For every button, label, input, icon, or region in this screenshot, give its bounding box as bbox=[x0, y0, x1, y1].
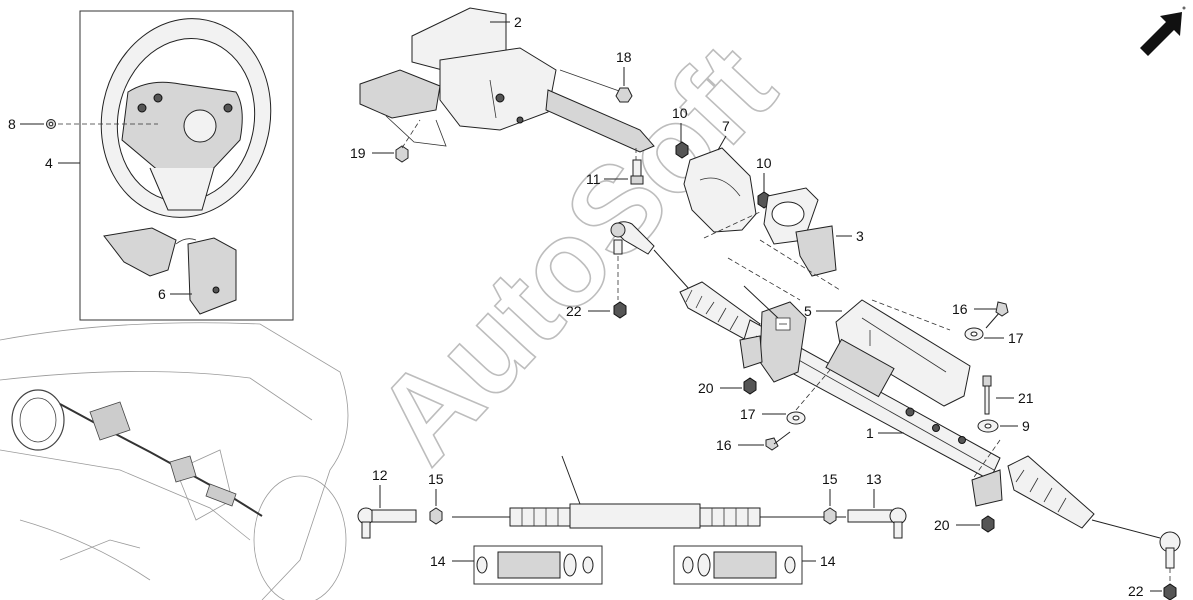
vehicle-location-inset bbox=[0, 322, 349, 600]
callout-1: 1 bbox=[866, 425, 874, 441]
washer-17a bbox=[786, 411, 806, 425]
nut-22a bbox=[613, 301, 627, 319]
nut-19 bbox=[395, 145, 409, 163]
callout-11: 11 bbox=[586, 171, 601, 187]
callout-19: 19 bbox=[350, 145, 366, 161]
callout-15a: 15 bbox=[428, 471, 444, 487]
nut-15b bbox=[823, 507, 837, 525]
tie-rod-end-12 bbox=[357, 507, 417, 539]
bolt-11 bbox=[630, 159, 644, 185]
cover-7 bbox=[683, 147, 757, 233]
callout-14a: 14 bbox=[430, 553, 446, 569]
callout-12: 12 bbox=[372, 467, 388, 483]
callout-7: 7 bbox=[722, 118, 730, 134]
bolt-21 bbox=[982, 375, 992, 415]
callout-8: 8 bbox=[8, 116, 16, 132]
bolt-18 bbox=[559, 69, 633, 103]
callout-9: 9 bbox=[1022, 418, 1030, 434]
callout-14b: 14 bbox=[820, 553, 836, 569]
nut-20b bbox=[981, 515, 995, 533]
callout-16a: 16 bbox=[716, 437, 732, 453]
steering-wheel bbox=[100, 18, 272, 218]
callout-20a: 20 bbox=[698, 380, 714, 396]
frame-indicator-icon bbox=[775, 317, 791, 331]
callout-10b: 10 bbox=[756, 155, 772, 171]
callout-3: 3 bbox=[856, 228, 864, 244]
boot-kit-14b bbox=[673, 545, 803, 585]
nut-20a bbox=[743, 377, 757, 395]
washer-9 bbox=[977, 419, 999, 433]
callout-22b: 22 bbox=[1128, 583, 1144, 599]
boot-3 bbox=[763, 187, 837, 277]
callout-6: 6 bbox=[158, 286, 166, 302]
callout-4: 4 bbox=[45, 155, 53, 171]
callout-18: 18 bbox=[616, 49, 632, 65]
nut-22b bbox=[1163, 583, 1177, 600]
callout-20b: 20 bbox=[934, 517, 950, 533]
direction-arrow-icon bbox=[1140, 6, 1186, 56]
steering-rack bbox=[679, 281, 1181, 569]
callout-10a: 10 bbox=[672, 105, 688, 121]
washer-17b bbox=[964, 327, 984, 341]
bolt-16a bbox=[765, 431, 791, 451]
callout-5: 5 bbox=[804, 303, 812, 319]
switch-module bbox=[103, 227, 237, 315]
nut-15a bbox=[429, 507, 443, 525]
nut-10 bbox=[675, 141, 689, 159]
tie-rod-end-22a bbox=[610, 221, 691, 291]
screw-8 bbox=[46, 119, 56, 129]
steering-wheel-frame bbox=[79, 10, 294, 321]
callout-15b: 15 bbox=[822, 471, 838, 487]
callout-13: 13 bbox=[866, 471, 882, 487]
callout-17b: 17 bbox=[1008, 330, 1024, 346]
bolt-16b bbox=[985, 301, 1009, 329]
callout-21: 21 bbox=[1018, 390, 1034, 406]
callout-2: 2 bbox=[514, 14, 522, 30]
callout-16b: 16 bbox=[952, 301, 968, 317]
callout-17a: 17 bbox=[740, 406, 756, 422]
callout-22a: 22 bbox=[566, 303, 582, 319]
boot-kit-14a bbox=[473, 545, 603, 585]
rack-overview bbox=[452, 455, 846, 529]
tie-rod-end-13 bbox=[847, 507, 907, 539]
steering-column bbox=[359, 7, 655, 153]
